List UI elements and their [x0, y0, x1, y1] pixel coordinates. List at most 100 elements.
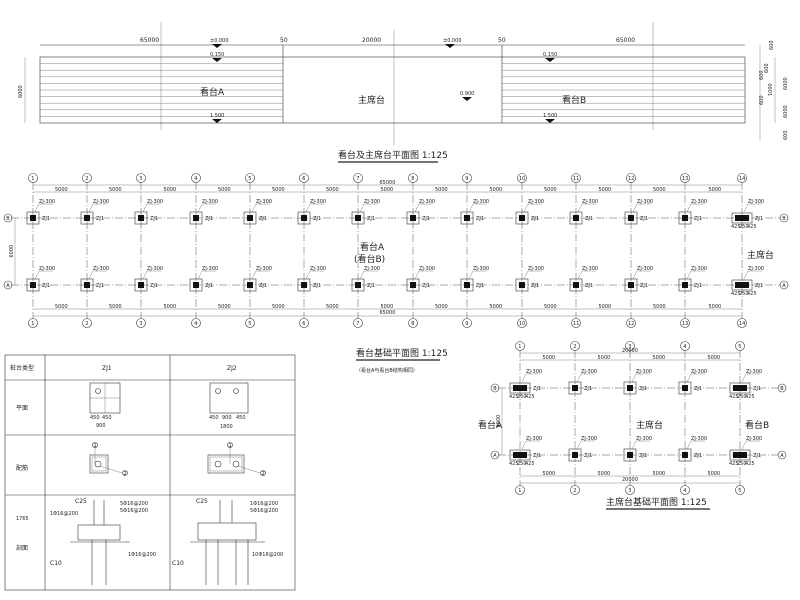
cap-label: ZJ1: [694, 386, 702, 392]
axis-bubble: [626, 173, 636, 183]
pile: [572, 452, 578, 458]
dim-span: 5000: [543, 355, 556, 361]
pile-cap-zj1: [624, 211, 638, 225]
cap-label: ZJ1: [531, 216, 539, 222]
axis-label: B: [780, 386, 784, 392]
leader-line: [521, 373, 527, 383]
cap-dim: 250: [737, 461, 747, 467]
dim-span: 5000: [164, 187, 177, 193]
cap-dim: 250: [517, 461, 527, 467]
dim-span: 5000: [326, 304, 339, 310]
axis-label: 10: [519, 176, 525, 182]
cap-label: ZJ1: [205, 216, 213, 222]
pile-label: ZJ-300: [748, 199, 764, 205]
cap-label: ZJ1: [694, 283, 702, 289]
pile-cap-zj1: [243, 278, 257, 292]
cap-label: ZJ1: [584, 386, 592, 392]
axis-bubble: [299, 173, 309, 183]
dim-span: 5000: [55, 304, 68, 310]
dim-row: 6000: [496, 415, 502, 428]
dim-right: 600: [769, 40, 775, 50]
axis-label: 8: [411, 321, 414, 327]
axis-label: 13: [682, 176, 688, 182]
marker: 1: [229, 443, 232, 449]
cap-label: ZJ1: [367, 216, 375, 222]
axis-bubble: [28, 173, 38, 183]
cap-dim: 250: [737, 394, 747, 400]
dim-span: 5000: [435, 304, 448, 310]
axis-label: 9: [465, 176, 468, 182]
stand-plan-top: 65000 50 20000 50 65000 ±0.000±0.0000.15…: [18, 22, 789, 163]
pile: [573, 215, 579, 221]
dim-span: 5000: [599, 304, 612, 310]
cap-label: ZJ1: [96, 283, 104, 289]
leader-line: [632, 203, 638, 213]
dim-row: 6000: [9, 245, 15, 258]
dim-span: 5000: [653, 187, 666, 193]
label-main-stand: 主席台: [358, 94, 385, 106]
pile-cap-zj2: [729, 449, 751, 461]
cap-label: ZJ1: [584, 453, 592, 459]
dim: 450: [102, 415, 112, 421]
leader-line: [197, 270, 203, 280]
leader-line: [576, 440, 582, 450]
cap-dim: 250: [739, 224, 749, 230]
axis-label: 12: [628, 176, 634, 182]
cap-dim: 425: [729, 394, 739, 400]
elevation-label: 1.500: [210, 113, 224, 119]
stand-foundation-plan: 看台A (看台B) 主席台 看台基础平面图 1:125 （看台A与看台B结构相同…: [3, 173, 789, 374]
cap-label: ZJ1: [313, 216, 321, 222]
pile-label: ZJ-300: [582, 266, 598, 272]
pile: [682, 385, 688, 391]
pile-label: ZJ-300: [528, 266, 544, 272]
cap-dim: 425: [745, 394, 755, 400]
pile-cap-zj1: [26, 278, 40, 292]
dim-span: 5000: [381, 304, 394, 310]
axis-bubble: [490, 450, 500, 460]
cap-label: ZJ1: [205, 283, 213, 289]
axis-label: 11: [573, 176, 579, 182]
dim-span: 5000: [55, 187, 68, 193]
pile-label: ZJ-300: [582, 199, 598, 205]
axis-label: A: [493, 453, 497, 459]
axis-label: 2: [573, 488, 576, 494]
concrete-grade: C25: [75, 498, 87, 505]
pile-label: ZJ-300: [526, 436, 542, 442]
leader-line: [741, 440, 747, 450]
leader-line: [632, 270, 638, 280]
cap-label: ZJ1: [753, 453, 761, 459]
axis-label: 4: [683, 344, 686, 350]
pile-label: ZJ-300: [93, 199, 109, 205]
pile: [84, 215, 90, 221]
pile-label: ZJ-300: [636, 436, 652, 442]
cap-label: ZJ1: [96, 216, 104, 222]
dim-span: 5000: [598, 471, 611, 477]
elevation-label: 0.900: [460, 91, 474, 97]
dim-span: 5000: [544, 187, 557, 193]
pile-label: ZJ-300: [636, 369, 652, 375]
pile: [30, 282, 36, 288]
axis-bubble: [777, 450, 787, 460]
axis-bubble: [571, 318, 581, 328]
leader-line: [631, 440, 637, 450]
dim-span: 5000: [490, 304, 503, 310]
dim-span: 5000: [109, 304, 122, 310]
pile-label: ZJ-300: [39, 199, 55, 205]
dim-right: 600: [783, 130, 789, 140]
pile-label: ZJ-300: [748, 266, 764, 272]
rebar-label: 5Φ16@200: [120, 501, 148, 507]
rebar-label: 1Φ16@200: [128, 552, 156, 558]
axis-bubble: [570, 341, 580, 351]
pile: [733, 385, 747, 391]
dim-stand-a: 65000: [140, 37, 159, 44]
axis-label: 2: [85, 321, 88, 327]
pile-cap-zj2: [509, 382, 531, 394]
cap-label: ZJ1: [694, 216, 702, 222]
leader-line: [34, 270, 40, 280]
drawing-title-stand-foundation: 看台基础平面图 1:125: [356, 347, 448, 359]
axis-bubble: [517, 318, 527, 328]
axis-bubble: [245, 173, 255, 183]
pile-cap-zj1: [351, 211, 365, 225]
pile: [519, 215, 525, 221]
cap-label: ZJ1: [422, 283, 430, 289]
